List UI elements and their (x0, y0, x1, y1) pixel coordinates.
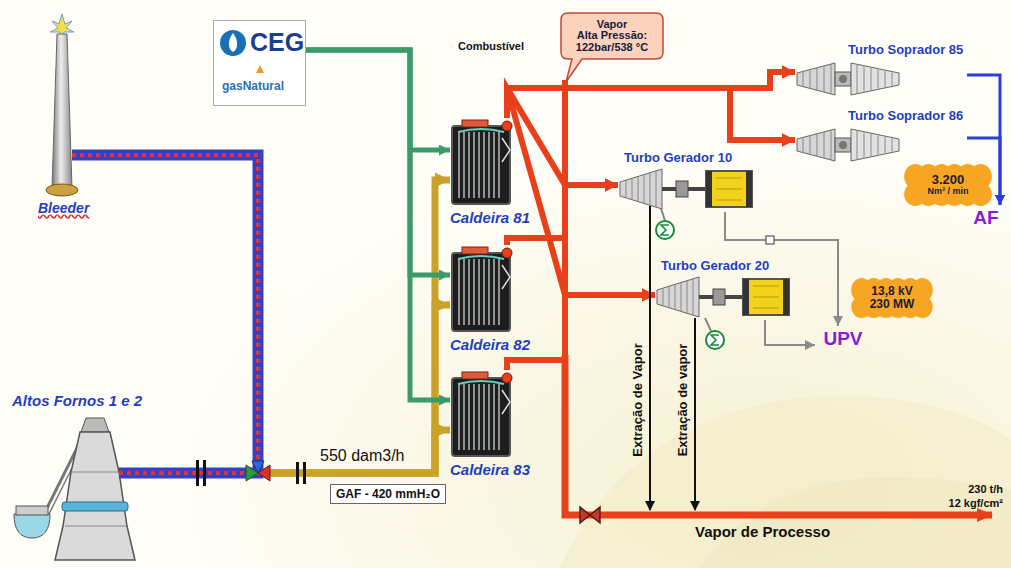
shape-outline (450, 370, 516, 458)
shape-outline (655, 274, 800, 320)
pipe-valves (196, 460, 306, 486)
plant-label: 550 dam3/h (320, 447, 405, 465)
pipe-connector (507, 88, 795, 140)
extraction-lines (650, 206, 695, 510)
node-text: gasNatural (222, 79, 284, 93)
plant-label: Vapor de Processo (695, 523, 830, 540)
blast-furnace: Altos Fornos 1 e 2 (10, 392, 160, 562)
condensers (656, 205, 724, 349)
destination-label: AF (966, 205, 1006, 231)
node-text: Altos Fornos 1 e 2 (12, 392, 142, 409)
turbo-generator: Turbo Gerador 20 (655, 258, 800, 320)
node-text: 3.200 (932, 173, 965, 187)
pipe-connector (160, 180, 450, 473)
wire-junction (766, 236, 774, 244)
node-text: AF (973, 207, 998, 229)
plant-label: Extração de Vapor (630, 343, 645, 456)
boiler: Caldeira 81 (450, 118, 540, 230)
turbo-generator: Turbo Gerador 10 (618, 150, 763, 212)
plant-label: Extração de vapor (675, 344, 690, 457)
node-text: Nm³ / min (927, 187, 968, 196)
node-text: 230 MW (870, 298, 915, 311)
shape-outline (618, 166, 763, 212)
node-text: Vapor (597, 19, 628, 31)
bleeder-stack: Bleeder (38, 12, 104, 218)
plant-label: 230 t/h (968, 483, 1003, 495)
node-text: Turbo Gerador 20 (661, 258, 769, 273)
pipe-connector (306, 50, 450, 400)
plant-label: 12 kgf/cm² (949, 497, 1003, 509)
node-text: Turbo Soprador 85 (848, 42, 963, 57)
steam-header (565, 80, 992, 515)
power-cloud: 13,8 kV230 MW (852, 278, 932, 318)
shape-outline (38, 12, 104, 198)
turbo-blower: Turbo Soprador 85 (795, 42, 967, 100)
pipe-connector (765, 320, 815, 345)
node-text: Alta Pressão: 122bar/538 °C (566, 30, 658, 53)
node-text: CEG (250, 28, 304, 57)
plant-label: Combustível (458, 40, 524, 52)
turbo-blower: Turbo Soprador 86 (795, 108, 967, 166)
steam-callout: VaporAlta Pressão: 122bar/538 °C (560, 12, 664, 60)
boiler: Caldeira 82 (450, 245, 540, 357)
shape-outline (10, 414, 160, 562)
gas-supplier-logo: CEG gasNatural (213, 20, 306, 106)
process-valve (580, 507, 600, 523)
node-text: Turbo Soprador 86 (848, 108, 963, 123)
node-text: 13,8 kV (871, 285, 912, 298)
shape-outline (795, 60, 907, 98)
pipe-connector (507, 72, 795, 118)
flow-cloud: 3.200Nm³ / min (905, 164, 991, 206)
pipe-connector (306, 50, 450, 275)
node-text: Bleeder (38, 200, 89, 216)
node-text: Caldeira 83 (450, 461, 530, 478)
plant-label: GAF - 420 mmH₂O (330, 484, 446, 504)
node-text: Turbo Gerador 10 (624, 150, 732, 165)
node-text: Caldeira 82 (450, 336, 530, 353)
node-text: Caldeira 81 (450, 209, 530, 226)
node-text: UPV (823, 328, 862, 350)
pipe-connector (306, 50, 450, 150)
shape-outline (450, 118, 516, 206)
destination-label: UPV (815, 326, 871, 352)
shape-outline (450, 245, 516, 333)
pipe-connector (507, 238, 655, 295)
boiler: Caldeira 83 (450, 370, 540, 482)
pipe-connector (160, 305, 450, 473)
shape-outline (795, 126, 907, 164)
pipe-connector (104, 155, 258, 473)
